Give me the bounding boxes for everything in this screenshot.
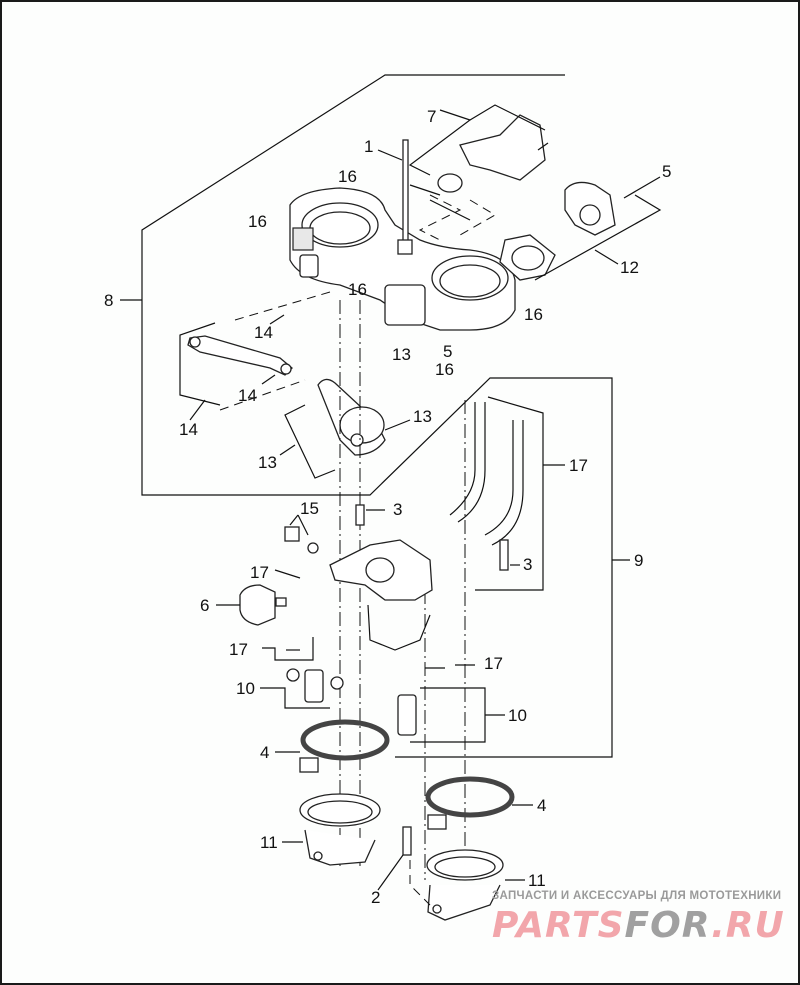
callout-16: 16 [338,167,357,186]
callout-5: 5 [443,342,452,361]
callout-16: 16 [348,280,367,299]
part-11-flange-b [426,849,504,921]
callout-1: 1 [364,137,373,156]
callout-9: 9 [634,551,643,570]
callout-16: 16 [248,212,267,231]
callout-14: 14 [238,386,257,405]
part-2-bolt [402,826,412,856]
bracket-13 [284,404,336,479]
part-10-injector-b [397,694,417,736]
callout-15: 15 [300,499,319,518]
callout-16: 16 [524,305,543,324]
part-4-clamp-b [425,776,515,830]
throttle-body [289,187,516,331]
callout-17: 17 [229,640,248,659]
bracket-14 [179,322,221,406]
callout-3: 3 [523,555,532,574]
callout-13: 13 [392,345,411,364]
part-7-iac-valve [437,114,549,193]
callout-17: 17 [250,563,269,582]
fuel-rail [329,539,433,651]
watermark-tagline: ЗАПЧАСТИ И АКСЕССУАРЫ ДЛЯ МОТОТЕХНИКИ [492,890,782,902]
callout-3: 3 [393,500,402,519]
callout-7: 7 [427,107,436,126]
callout-11: 11 [260,833,278,852]
bracket-8 [141,74,613,758]
part-1-base [397,239,413,255]
part-4-clamp-a [299,719,390,773]
part-12-tps [499,181,616,281]
callout-13: 13 [413,407,432,426]
part-3-screw-b [499,539,509,571]
bracket-12 [534,194,662,281]
callout-10: 10 [236,679,255,698]
part-10-injector-a [286,668,344,703]
callout-17: 17 [569,456,588,475]
callout-14: 14 [179,420,198,439]
callout-11: 11 [528,871,546,890]
fuel-pipe-a [449,402,476,516]
callout-16: 16 [435,360,454,379]
logo-for: FOR [624,905,712,946]
part-14-linkage [187,335,293,376]
part-1-rod [402,139,409,246]
callout-4: 4 [537,796,546,815]
bracket-7 [408,109,472,176]
logo-ru: .RU [711,905,785,946]
watermark-logo: PARTSFOR.RU [492,905,785,946]
callout-13: 13 [258,453,277,472]
callout-5: 5 [662,162,671,181]
part-11-flange-a [299,793,381,866]
callout-17: 17 [484,654,503,673]
callout-14: 14 [254,323,273,342]
part-13-cam [317,378,386,456]
callout-10: 10 [508,706,527,725]
callout-6: 6 [200,596,209,615]
callout-4: 4 [260,743,269,762]
callout-2: 2 [371,888,380,907]
part-3-screw-a [355,504,365,526]
callout-12: 12 [620,258,639,277]
callout-8: 8 [104,291,113,310]
part-15-fitting [284,526,300,542]
logo-parts: PARTS [492,905,625,946]
part-6-regulator [239,584,287,626]
